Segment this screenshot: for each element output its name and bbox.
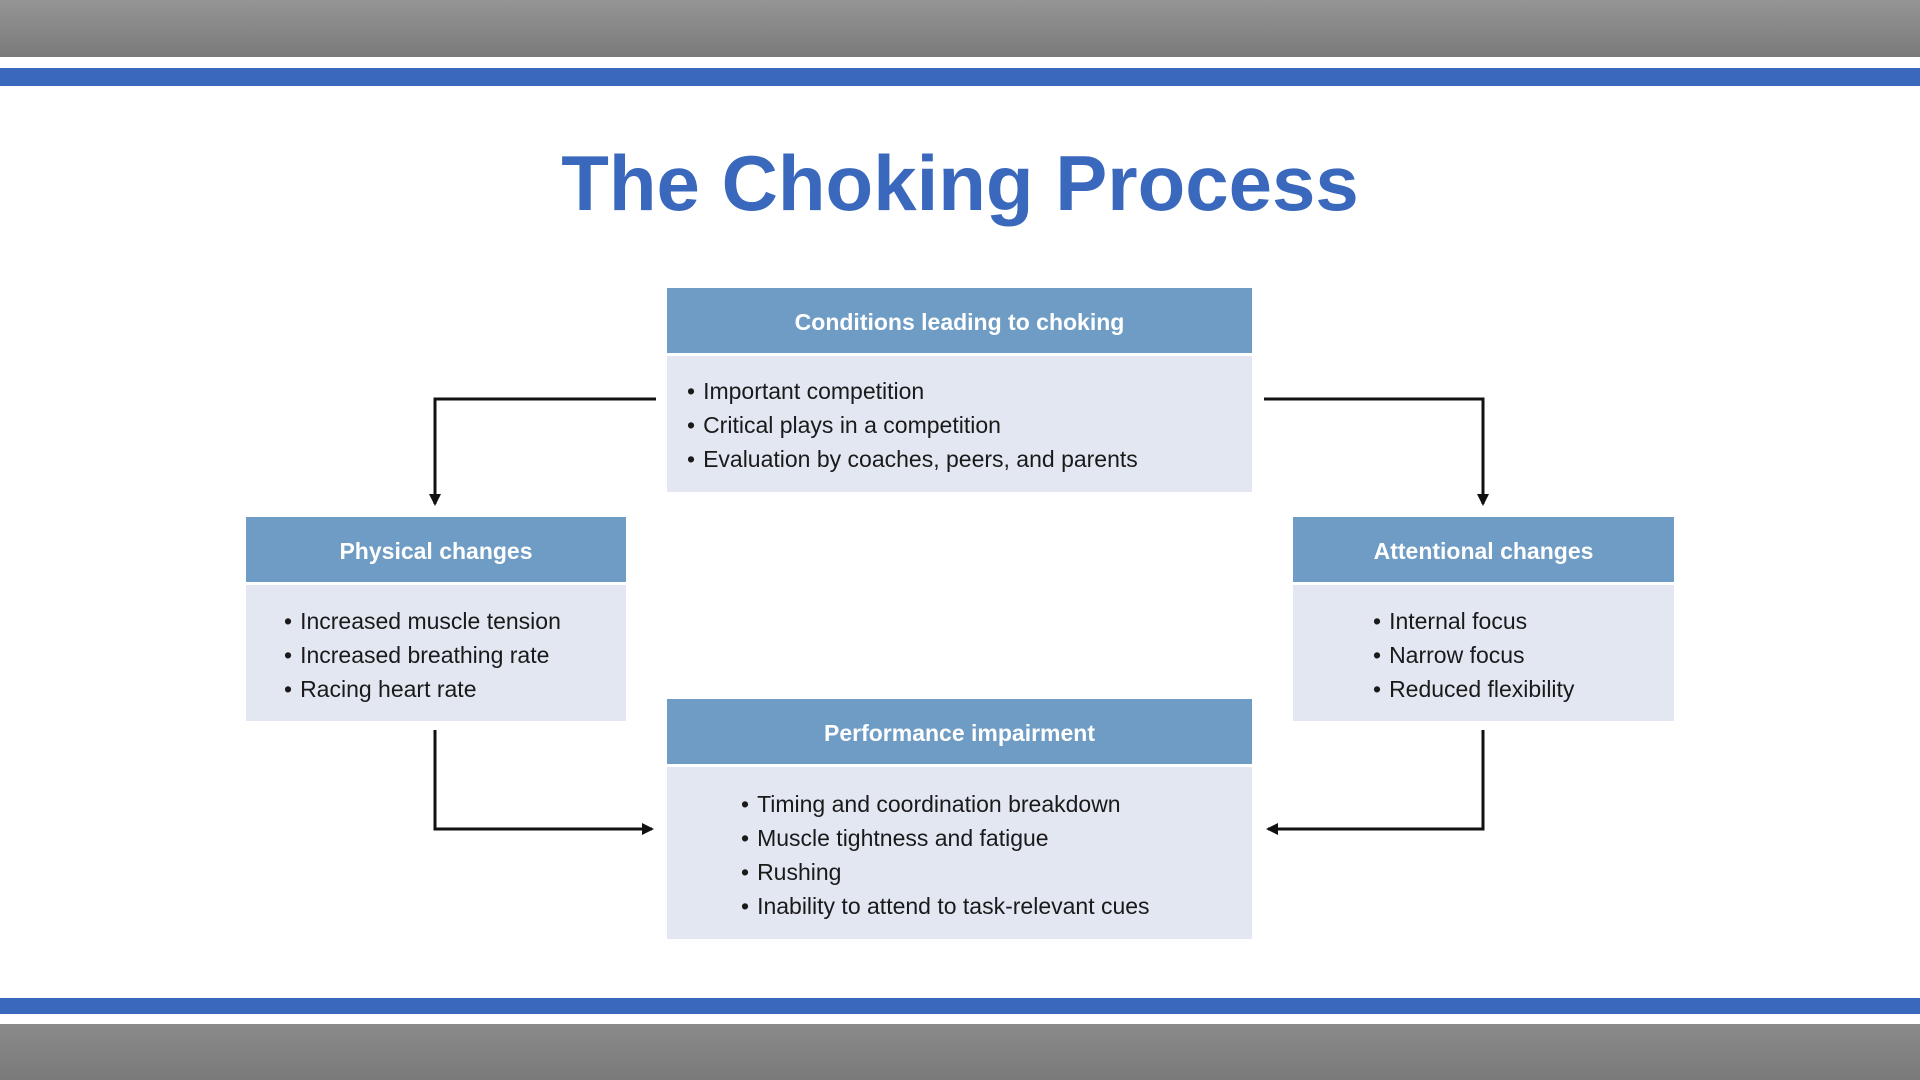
arrow-conditions-to-physical — [429, 397, 656, 506]
arrow-conditions-to-attentional — [1264, 397, 1489, 506]
top-gray-band — [0, 0, 1920, 57]
conditions-box: Conditions leading to choking Important … — [667, 288, 1252, 492]
physical-changes-list: Increased muscle tension Increased breat… — [246, 585, 626, 706]
slide-title: The Choking Process — [561, 139, 1359, 227]
performance-impairment-box: Performance impairment Timing and coordi… — [667, 699, 1252, 939]
arrow-attentional-to-performance — [1266, 730, 1485, 835]
list-item: Internal focus — [1373, 604, 1674, 638]
list-item: Muscle tightness and fatigue — [741, 821, 1252, 855]
attentional-changes-list: Internal focus Narrow focus Reduced flex… — [1293, 585, 1674, 706]
attentional-changes-box: Attentional changes Internal focus Narro… — [1293, 517, 1674, 721]
list-item: Inability to attend to task-relevant cue… — [741, 889, 1252, 923]
physical-changes-box: Physical changes Increased muscle tensio… — [246, 517, 626, 721]
arrow-physical-to-performance — [433, 730, 654, 835]
performance-impairment-list: Timing and coordination breakdown Muscle… — [667, 767, 1252, 923]
list-item: Rushing — [741, 855, 1252, 889]
performance-impairment-header: Performance impairment — [667, 699, 1252, 767]
conditions-list: Important competition Critical plays in … — [667, 356, 1252, 476]
top-blue-stripe — [0, 68, 1920, 86]
physical-changes-header: Physical changes — [246, 517, 626, 585]
list-item: Evaluation by coaches, peers, and parent… — [687, 442, 1252, 476]
list-item: Important competition — [687, 374, 1252, 408]
conditions-header: Conditions leading to choking — [667, 288, 1252, 356]
bottom-gray-band — [0, 1024, 1920, 1080]
list-item: Reduced flexibility — [1373, 672, 1674, 706]
list-item: Racing heart rate — [284, 672, 626, 706]
list-item: Increased breathing rate — [284, 638, 626, 672]
bottom-blue-stripe — [0, 998, 1920, 1014]
list-item: Critical plays in a competition — [687, 408, 1252, 442]
attentional-changes-header: Attentional changes — [1293, 517, 1674, 585]
list-item: Narrow focus — [1373, 638, 1674, 672]
list-item: Increased muscle tension — [284, 604, 626, 638]
list-item: Timing and coordination breakdown — [741, 787, 1252, 821]
